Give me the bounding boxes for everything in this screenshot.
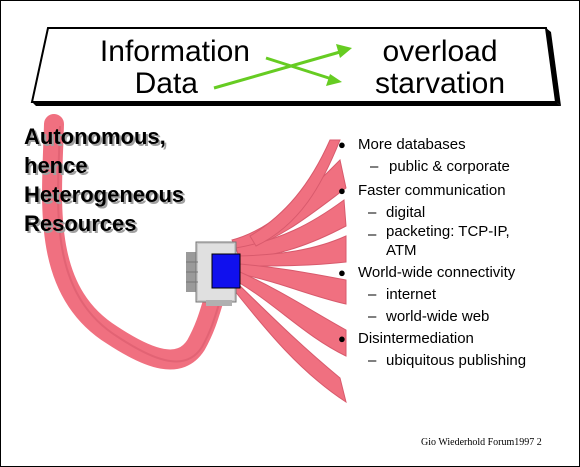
sub-bullet-item: –public & corporate bbox=[336, 156, 526, 178]
bullet-dot-icon: ● bbox=[338, 265, 346, 280]
sub-bullet-item: –world-wide web bbox=[336, 306, 526, 328]
crossing-arrows bbox=[213, 44, 352, 90]
sub-bullet-item: –digital bbox=[336, 202, 526, 224]
bullet-dot-icon: ● bbox=[338, 331, 346, 346]
long-cable bbox=[42, 114, 230, 370]
dash-icon: – bbox=[368, 286, 377, 303]
banner-overload: overload bbox=[382, 35, 498, 68]
bullet-list: ●More databases –public & corporate ●Fas… bbox=[336, 134, 526, 372]
bullet-item: ●World-wide connectivity bbox=[336, 262, 526, 284]
computer-icon bbox=[186, 241, 241, 306]
bullet-item: ●Faster communication bbox=[336, 180, 526, 202]
side-heading-line: Heterogeneous bbox=[24, 182, 185, 207]
side-heading-line: Autonomous, bbox=[24, 124, 166, 149]
bullet-dot-icon: ● bbox=[338, 183, 346, 198]
dash-icon: – bbox=[368, 308, 377, 325]
sub-bullet-item: –packeting: TCP-IP,ATM bbox=[368, 223, 510, 259]
banner-shape bbox=[30, 27, 561, 106]
banner-starvation: starvation bbox=[374, 67, 506, 100]
dash-icon: – bbox=[368, 352, 377, 369]
cable-fan bbox=[231, 139, 347, 404]
side-heading: Autonomous, hence Heterogeneous Resource… bbox=[24, 122, 184, 238]
sub-bullet-item: –ubiquitous publishing bbox=[336, 350, 526, 372]
dash-icon: – bbox=[368, 204, 377, 221]
side-heading-line: Resources bbox=[24, 211, 137, 236]
title-banner: Information Data overload starvation bbox=[0, 0, 580, 112]
side-heading-line: hence bbox=[24, 153, 88, 178]
bullet-item: ●Disintermediation bbox=[336, 328, 526, 350]
banner-data: Data bbox=[134, 67, 198, 100]
footer-credit: Gio Wiederhold Forum1997 2 bbox=[421, 437, 542, 448]
banner-information: Information bbox=[99, 35, 250, 68]
sub-bullet-item: –internet bbox=[336, 284, 526, 306]
bullet-dot-icon: ● bbox=[338, 137, 346, 152]
bullet-item: ●More databases bbox=[336, 134, 526, 156]
dash-icon: – bbox=[370, 158, 379, 175]
dash-icon: – bbox=[368, 226, 377, 243]
screen bbox=[211, 253, 241, 289]
